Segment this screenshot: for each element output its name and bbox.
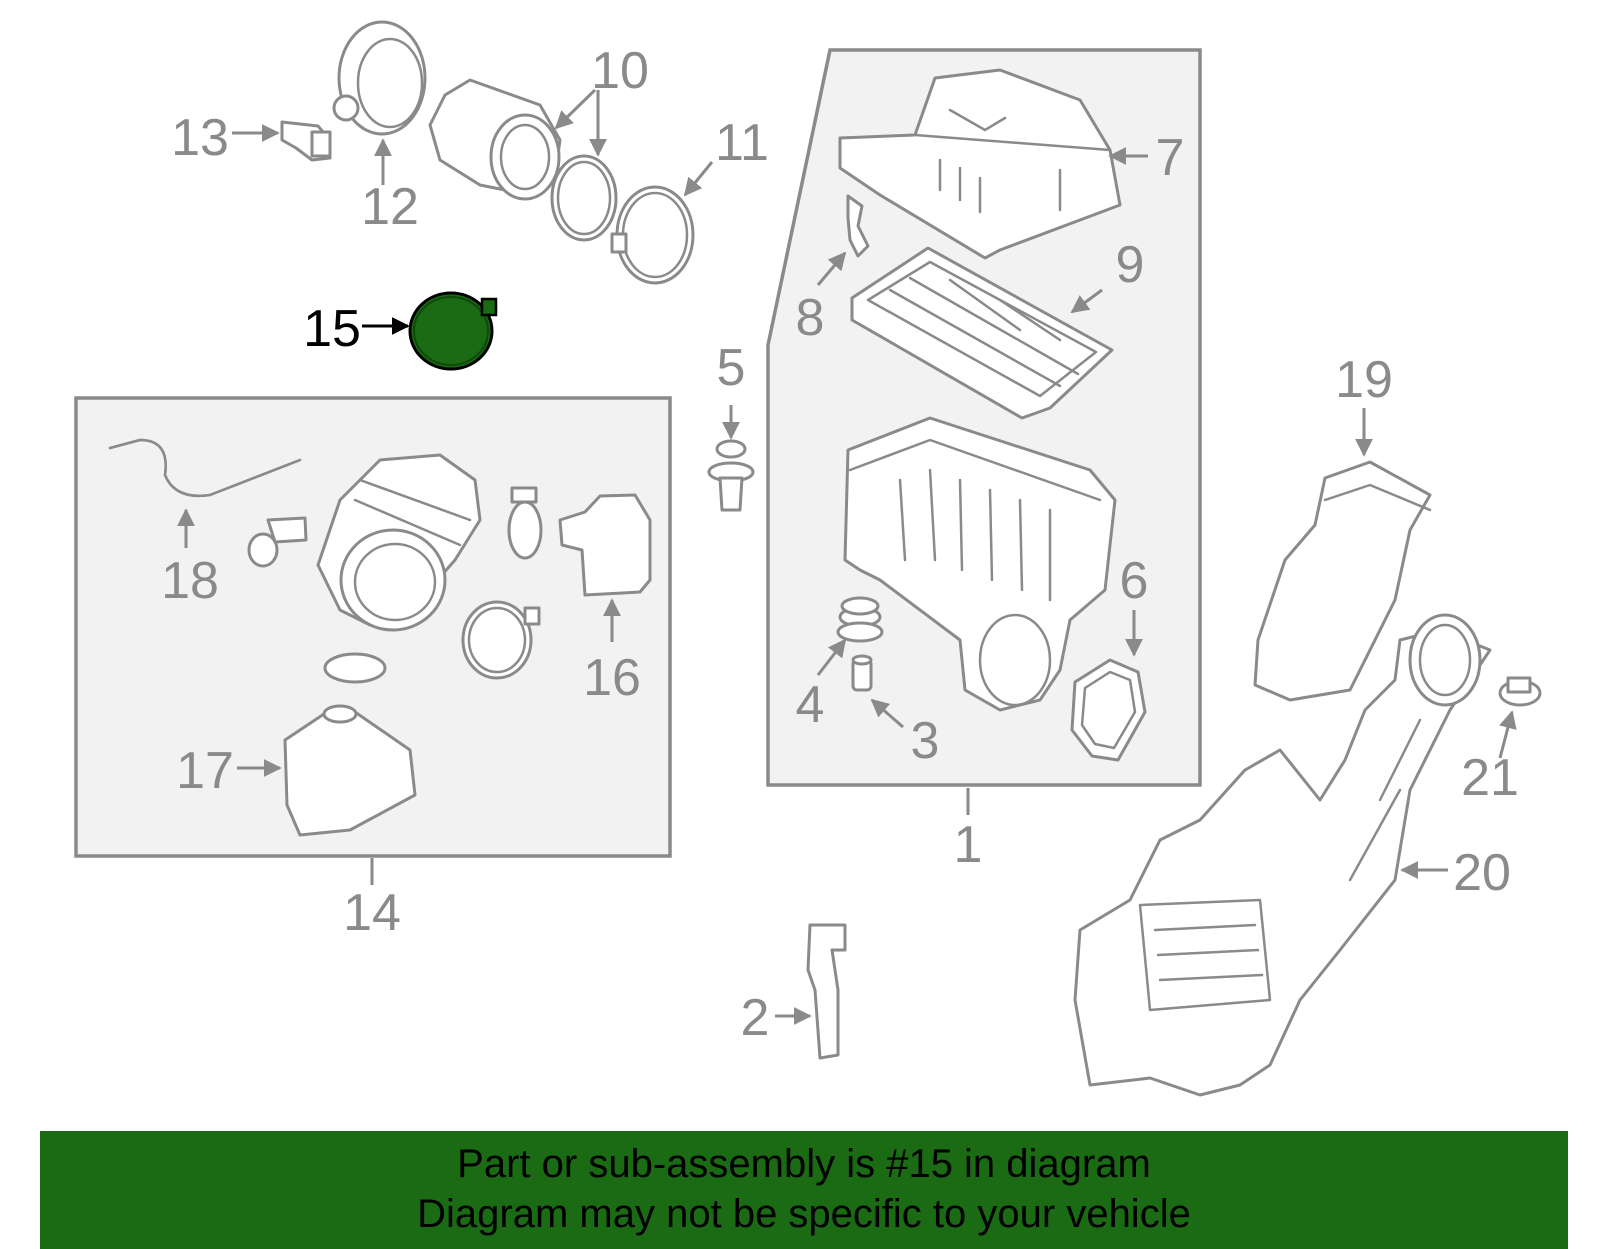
- leader-lines: [177, 88, 1517, 1025]
- callout-16: 16: [583, 649, 641, 707]
- part-box-clamp-a: [507, 486, 543, 560]
- callout-9: 9: [1116, 236, 1145, 294]
- part-16-cap: [558, 493, 652, 597]
- callout-7: 7: [1156, 129, 1185, 187]
- part-21-clip: [1498, 676, 1542, 707]
- part-7-cleaner-cover: [838, 68, 1122, 260]
- part-box-clamp-b: [461, 600, 541, 680]
- part-15-clamp-highlighted: [408, 291, 498, 371]
- callout-5: 5: [717, 339, 746, 397]
- callout-14: 14: [343, 884, 401, 942]
- part-air-cleaner-body: [843, 416, 1117, 712]
- callout-8: 8: [796, 289, 825, 347]
- part-17-resonator: [283, 704, 417, 837]
- callout-17: 17: [176, 742, 234, 800]
- callout-18: 18: [161, 552, 219, 610]
- callout-labels: 1 2 3 4 5 6 7 8 9 10 11 12 13 14 15 16 1…: [161, 42, 1519, 1047]
- callout-15: 15: [303, 300, 361, 358]
- callout-19: 19: [1335, 351, 1393, 409]
- part-2-bracket: [806, 923, 847, 1060]
- part-19-air-duct: [1253, 460, 1432, 702]
- part-10-airflow-meter: [428, 78, 562, 201]
- part-4-grommet: [836, 596, 884, 643]
- callout-10: 10: [591, 42, 649, 100]
- callout-3: 3: [911, 712, 940, 770]
- callout-6: 6: [1120, 552, 1149, 610]
- part-12-adapter: [332, 20, 427, 136]
- callout-2: 2: [741, 989, 770, 1047]
- part-11-clamp: [610, 185, 695, 285]
- part-10-ring: [550, 154, 618, 242]
- banner-line-1: Part or sub-assembly is #15 in diagram: [457, 1142, 1151, 1186]
- banner-line-2: Diagram may not be specific to your vehi…: [417, 1192, 1191, 1236]
- part-13-sensor: [280, 120, 332, 162]
- part-box-clamp-c: [323, 652, 387, 684]
- callout-13: 13: [171, 109, 229, 167]
- callout-11: 11: [715, 114, 769, 172]
- part-6-gasket: [1070, 658, 1147, 762]
- callout-12: 12: [361, 178, 419, 236]
- callout-21: 21: [1461, 749, 1519, 807]
- part-elbow-fitting: [247, 516, 308, 568]
- part-5-push-pin: [707, 439, 755, 512]
- part-9-air-filter: [850, 246, 1114, 420]
- info-banner: Part or sub-assembly is #15 in diagram D…: [40, 1131, 1568, 1249]
- callout-1: 1: [954, 816, 983, 874]
- callout-4: 4: [796, 676, 825, 734]
- callout-20: 20: [1453, 844, 1511, 902]
- part-throttle-adapter: [316, 453, 482, 632]
- part-20-intake-housing: [1073, 613, 1492, 1097]
- part-3-collar: [851, 654, 873, 692]
- part-8-clip: [846, 194, 870, 258]
